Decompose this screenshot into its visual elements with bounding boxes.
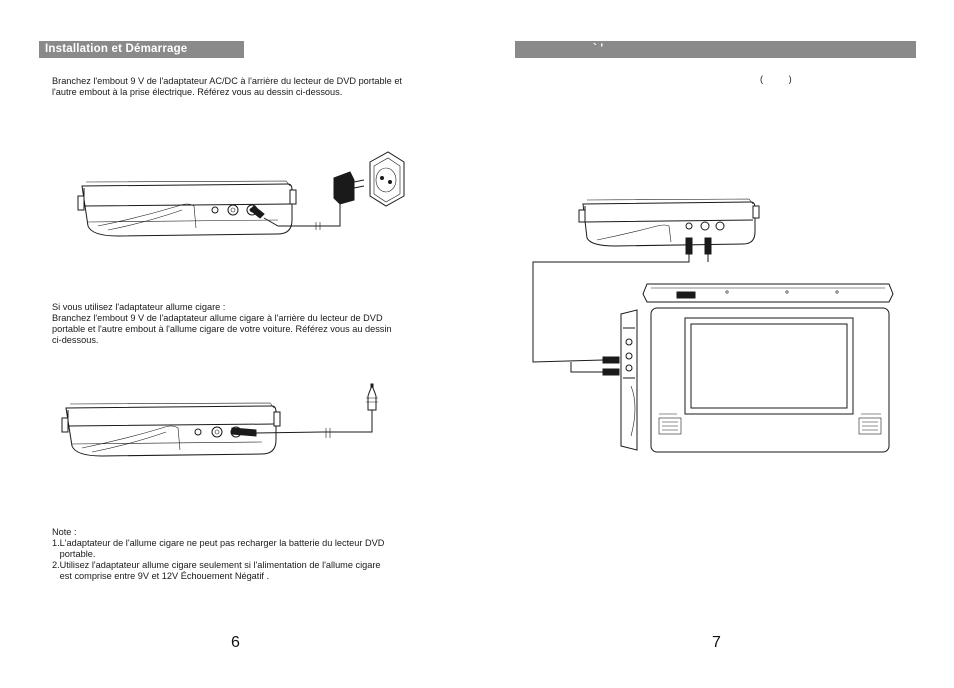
car-paragraph-line-1: Si vous utilisez l'adaptateur allume cig… — [52, 302, 226, 312]
ac-paragraph-line-1: Branchez l'embout 9 V de l'adaptateur AC… — [52, 76, 402, 86]
ac-adapter-illustration — [77, 151, 405, 237]
second-screen-front-view — [650, 307, 890, 453]
dvd-player-side-view-3 — [578, 198, 760, 247]
car-paragraph-line-4: ci-dessous. — [52, 335, 99, 345]
car-plug-and-cable — [231, 410, 373, 438]
page-number-right: 7 — [712, 634, 721, 651]
note-item-1: 1.L'adaptateur de l'allume cigare ne peu… — [52, 538, 385, 548]
car-adapter-illustration — [61, 383, 378, 457]
ac-paragraph-line-2: l'autre embout à la prise électrique. Ré… — [52, 87, 343, 97]
car-paragraph-line-2: Branchez l'embout 9 V de l'adaptateur al… — [52, 313, 383, 323]
section-header-installation: Installation et Démarrage — [39, 41, 244, 58]
right-speaker-grille — [858, 417, 882, 435]
screen-connector-plugs — [602, 356, 620, 376]
wall-socket — [369, 151, 405, 207]
car-paragraph-line-3: portable et l'autre embout à l'allume ci… — [52, 324, 392, 334]
right-page: ` ' ( ) — [477, 0, 954, 688]
left-speaker-grille — [658, 417, 682, 435]
av-plugs — [532, 237, 712, 373]
section-header-right: ` ' — [515, 41, 916, 58]
right-text-fragment: ( ) — [760, 74, 792, 84]
wall-adapter — [333, 171, 365, 205]
note-item-1-cont: portable. — [52, 549, 96, 559]
cigarette-lighter-plug — [366, 383, 378, 411]
page-number-left: 6 — [231, 634, 240, 651]
second-screen-side-view — [620, 309, 638, 451]
note-item-2-cont: est comprise entre 9V et 12V Échouement … — [52, 571, 270, 581]
dc-plug-and-cable — [249, 204, 341, 230]
second-screen-top-view — [642, 283, 894, 303]
note-title: Note : — [52, 527, 77, 537]
note-item-2: 2.Utilisez l'adaptateur allume cigare se… — [52, 560, 381, 570]
second-screen-connection-illustration — [532, 198, 894, 453]
left-page: Installation et Démarrage Branchez l'emb… — [39, 41, 405, 651]
dvd-player-side-view — [77, 180, 297, 237]
